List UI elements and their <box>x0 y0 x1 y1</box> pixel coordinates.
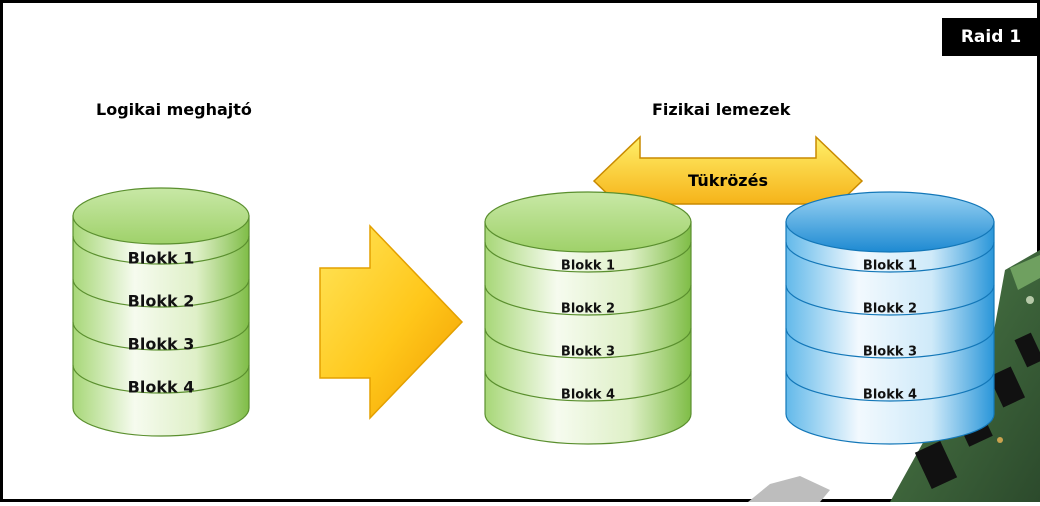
layer-separator <box>484 284 692 316</box>
block-label: Blokk 4 <box>561 388 615 403</box>
layer-separator <box>484 241 692 273</box>
block-label: Blokk 4 <box>863 388 917 403</box>
disk-top <box>785 191 995 253</box>
layer-separator <box>72 364 250 394</box>
logical-drive-title: Logikai meghajtó <box>96 100 252 119</box>
physical-disks-title: Fizikai lemezek <box>652 100 791 119</box>
layer-separator <box>72 278 250 308</box>
disk-top <box>72 187 250 245</box>
layer-separator <box>785 370 995 402</box>
block-label: Blokk 3 <box>128 335 195 354</box>
disk-top <box>484 191 692 253</box>
block-label: Blokk 1 <box>863 259 917 274</box>
block-label: Blokk 2 <box>561 302 615 317</box>
physical-disk-2-stack: Blokk 1 Blokk 2 Blokk 3 Blokk 4 <box>785 191 995 445</box>
block-label: Blokk 1 <box>561 259 615 274</box>
layer-separator <box>785 327 995 359</box>
block-label: Blokk 4 <box>128 378 195 397</box>
mirroring-label: Tükrözés <box>688 171 768 190</box>
layer-separator <box>484 327 692 359</box>
block-label: Blokk 2 <box>128 292 195 311</box>
block-label: Blokk 1 <box>128 249 195 268</box>
layer-separator <box>484 370 692 402</box>
layer-separator <box>785 241 995 273</box>
logical-drive-stack: Blokk 1 Blokk 2 Blokk 3 Blokk 4 <box>72 187 250 437</box>
block-label: Blokk 3 <box>863 345 917 360</box>
block-label: Blokk 2 <box>863 302 917 317</box>
layer-separator <box>72 235 250 265</box>
raid-level-badge: Raid 1 <box>942 18 1040 56</box>
physical-disk-1-stack: Blokk 1 Blokk 2 Blokk 3 Blokk 4 <box>484 191 692 445</box>
flow-arrow <box>319 224 464 420</box>
layer-separator <box>72 321 250 351</box>
layer-separator <box>785 284 995 316</box>
block-label: Blokk 3 <box>561 345 615 360</box>
